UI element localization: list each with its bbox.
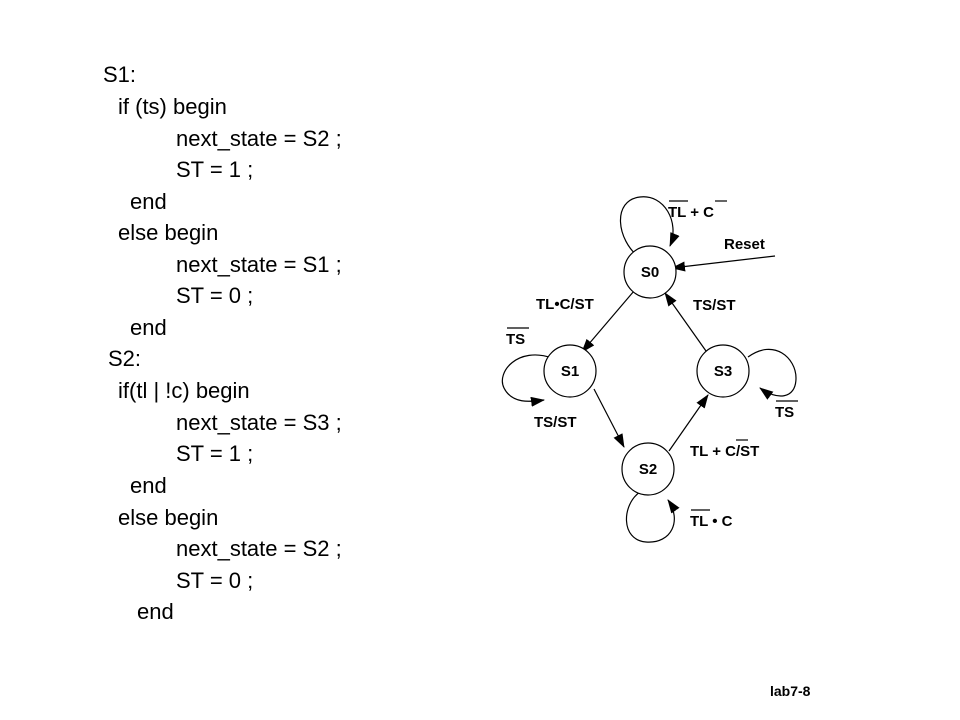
state-node-s3: [696, 344, 750, 398]
code-line: ST = 0 ;: [176, 568, 254, 593]
code-line: if (ts) begin: [118, 94, 227, 119]
edge-label-s1-self: TS: [506, 331, 525, 348]
code-line: end: [130, 315, 167, 340]
s2-to-s3-arrow: [668, 394, 709, 452]
state-label-s2: S2: [639, 461, 657, 478]
code-line: next_state = S3 ;: [176, 410, 342, 435]
s1-self-loop: [501, 354, 553, 407]
edge-label-s0-self: TL + C: [668, 204, 714, 221]
code-line: next_state = S1 ;: [176, 252, 342, 277]
code-line: next_state = S2 ;: [176, 126, 342, 151]
edge-label-s3-to-s0: TS/ST: [693, 297, 736, 314]
s3-self-loop: [747, 348, 797, 400]
code-line: ST = 1 ;: [176, 441, 254, 466]
s2-self-loop: [625, 491, 680, 543]
state-node-s2: [621, 442, 675, 496]
code-line: ST = 0 ;: [176, 283, 254, 308]
code-line: S2:: [108, 346, 142, 371]
code-line: next_state = S2 ;: [176, 536, 342, 561]
edge-label-s3-self: TS: [775, 404, 794, 421]
edge-label-reset: Reset: [724, 236, 765, 253]
edge-label-s2-self: TL • C: [690, 513, 733, 530]
state-label-s0: S0: [641, 264, 659, 281]
edge-label-s0-to-s1: TL•C/ST: [536, 296, 594, 313]
s0-self-loop: [619, 196, 680, 259]
state-label-s1: S1: [561, 363, 579, 380]
code-line: S1:: [103, 62, 137, 87]
s0-to-s1-arrow: [581, 290, 635, 353]
state-diagram: S0 S1 S3 S2 TL + C Reset TL•C/ST TS/ST T…: [501, 196, 798, 543]
code-line: end: [130, 473, 167, 498]
verilog-code-block: S1: if (ts) begin next_state = S2 ; ST =…: [0, 0, 460, 660]
code-line: ST = 1 ;: [176, 157, 254, 182]
s3-to-s0-arrow: [664, 292, 707, 352]
state-node-s1: [543, 344, 597, 398]
edge-label-s1-to-s2: TS/ST: [534, 414, 577, 431]
state-node-s0: [623, 245, 677, 299]
code-line: end: [137, 599, 174, 624]
code-line: else begin: [118, 505, 219, 530]
code-line: end: [130, 189, 167, 214]
code-line: if(tl | !c) begin: [118, 378, 250, 403]
code-line: else begin: [118, 220, 219, 245]
state-label-s3: S3: [714, 363, 732, 380]
slide-footer: lab7-8: [770, 683, 811, 699]
edge-label-s2-to-s3: TL + C/ST: [690, 443, 759, 460]
reset-arrow: [671, 255, 776, 272]
s1-to-s2-arrow: [593, 388, 625, 448]
